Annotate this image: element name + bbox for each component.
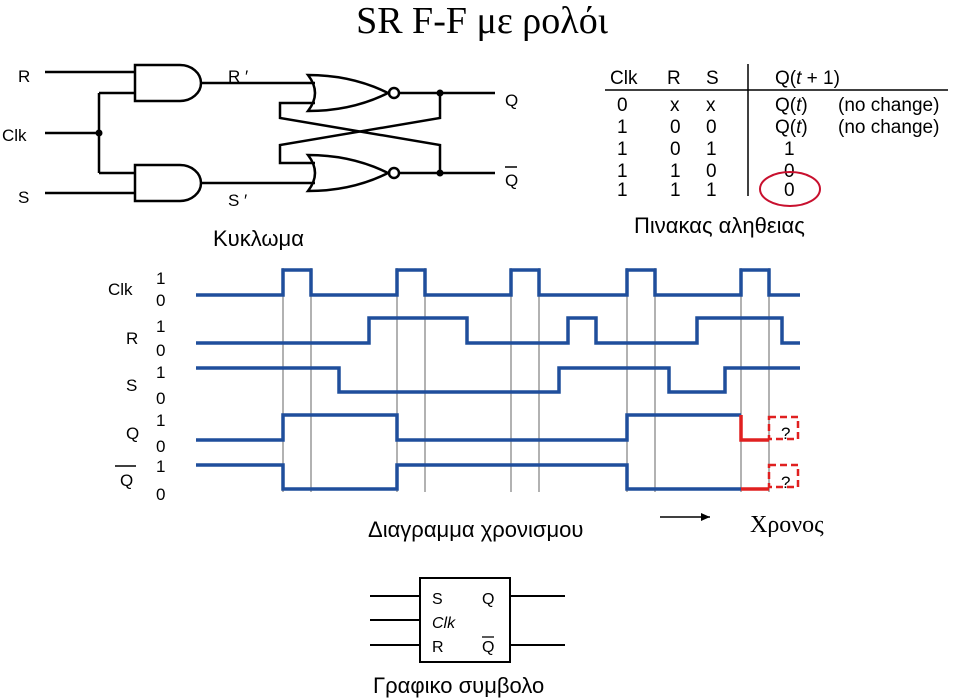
tt-cell-r: 1	[670, 180, 681, 201]
tt-cell-s: 0	[706, 117, 717, 138]
tt-cell-s: 1	[706, 180, 717, 201]
th-q: Q(t + 1)	[775, 68, 840, 89]
symbol-caption: Γραφικο συμβολο	[373, 673, 544, 698]
nor-gate-top	[305, 73, 391, 113]
label-q: Q	[505, 91, 518, 110]
label-s-prime: S ′	[228, 191, 247, 210]
unknown-box-q	[767, 415, 800, 441]
signal-high-label: 1	[156, 457, 165, 476]
unknown-mark-qbar: ?	[781, 473, 790, 492]
tt-cell-q: 1	[784, 139, 795, 160]
signal-name: S	[126, 376, 137, 395]
signal-name: R	[126, 329, 138, 348]
th-clk: Clk	[610, 68, 638, 89]
tt-cell-s: 1	[706, 139, 717, 160]
tt-cell-r: 1	[670, 161, 681, 182]
symbol-box	[419, 577, 511, 663]
th-s: S	[706, 68, 719, 89]
tt-cell-r: 0	[670, 117, 681, 138]
tt-cell-clk: 1	[617, 180, 628, 201]
tt-cell-r: 0	[670, 139, 681, 160]
feedback-qbar	[278, 101, 442, 173]
time-label: Χρονος	[750, 512, 824, 538]
tt-cell-q: 0	[784, 180, 795, 201]
truth-table: Clk R S Q(t + 1)	[605, 64, 948, 196]
timing-waveforms	[196, 268, 800, 491]
and-gate-bottom	[133, 163, 203, 203]
signal-high-label: 1	[156, 411, 165, 430]
signal-low-label: 0	[156, 341, 165, 360]
truth-table-caption: Πινακας αληθειας	[634, 213, 805, 238]
tt-cell-clk: 0	[617, 95, 628, 116]
tt-cell-clk: 1	[617, 139, 628, 160]
waveform-qbar	[196, 463, 741, 491]
signal-high-label: 1	[156, 317, 165, 336]
page-title: SR F-F με ρολόι	[356, 0, 609, 42]
waveform-q	[196, 413, 741, 442]
nor-gate-bottom	[305, 153, 391, 193]
signal-low-label: 0	[156, 485, 165, 504]
symbol-qbar: Q	[482, 639, 494, 656]
and-gate-top	[133, 63, 203, 103]
highlight-circle	[759, 171, 821, 207]
waveform-r	[196, 316, 800, 345]
signal-name: Q	[126, 424, 139, 443]
tt-cell-q: Q(t)	[775, 95, 808, 116]
label-qbar: Q	[505, 171, 518, 190]
waveform-clk	[196, 268, 800, 297]
undefined-region: ? ?	[767, 415, 800, 492]
symbol-s: S	[432, 591, 443, 608]
signal-low-label: 0	[156, 291, 165, 310]
signal-high-label: 1	[156, 269, 165, 288]
sr-latch-circuit	[45, 63, 495, 203]
feedback-q	[278, 93, 442, 165]
signal-low-label: 0	[156, 437, 165, 456]
symbol-r: R	[432, 639, 444, 656]
label-input-clk: Clk	[2, 126, 27, 145]
tt-cell-note: (no change)	[838, 95, 939, 116]
symbol-q: Q	[482, 591, 494, 608]
unknown-box-qbar	[767, 463, 800, 489]
flipflop-symbol: S Q Clk R Q	[370, 577, 565, 663]
circuit-caption: Κυκλωμα	[213, 226, 304, 251]
symbol-clk: Clk	[432, 615, 456, 632]
label-input-s: S	[18, 188, 29, 207]
tt-cell-clk: 1	[617, 117, 628, 138]
timing-gridlines	[282, 268, 770, 492]
signal-high-label: 1	[156, 363, 165, 382]
unknown-mark-q: ?	[781, 424, 790, 443]
tt-cell-s: x	[706, 95, 716, 116]
signal-name: Clk	[108, 280, 133, 299]
tt-cell-note: (no change)	[838, 117, 939, 138]
waveform-q-undefined	[739, 415, 769, 442]
tt-cell-q: Q(t)	[775, 117, 808, 138]
th-r: R	[667, 68, 681, 89]
signal-low-label: 0	[156, 389, 165, 408]
tt-cell-clk: 1	[617, 161, 628, 182]
waveform-s	[196, 366, 800, 394]
label-r-prime: R ′	[228, 67, 248, 86]
signal-name: Q	[120, 471, 133, 490]
timing-caption: Διαγραμμα χρονισμου	[368, 517, 583, 542]
tt-cell-s: 0	[706, 161, 717, 182]
label-input-r: R	[18, 67, 30, 86]
tt-cell-r: x	[670, 95, 680, 116]
